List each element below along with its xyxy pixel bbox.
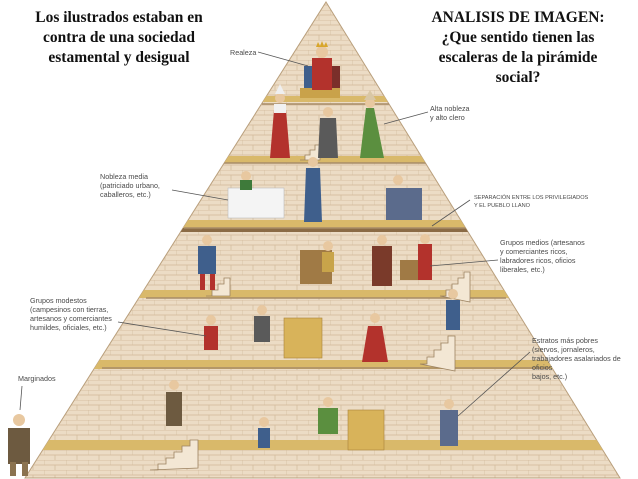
middle-groups-figures (198, 234, 432, 290)
tier-floor-middle-nobility (150, 220, 500, 228)
label-marginados: Marginados (18, 374, 56, 383)
staircases (149, 144, 471, 471)
tier-floor-middle-groups (110, 290, 540, 298)
tier-floor-high-nobility (200, 156, 450, 163)
label-grupos-modestos: Grupos modestos (campesinos con tierras,… (30, 296, 112, 332)
tier-floor-poorest (30, 440, 610, 450)
right-heading-line-1: ANALISIS DE IMAGEN: (431, 9, 605, 26)
right-heading-line-4: social? (495, 69, 541, 86)
label-grupos-medios: Grupos medios (artesanos y comerciantes … (500, 238, 585, 274)
label-separacion: SEPARACIÓN ENTRE LOS PRIVILEGIADOS Y EL … (474, 195, 589, 209)
left-heading: Los ilustrados estaban en contra de una … (35, 9, 203, 66)
high-nobility-figures (270, 84, 384, 158)
tier-separator (140, 228, 520, 232)
royalty-figures (300, 41, 340, 98)
label-alta-nobleza: Alta nobleza y alto clero (430, 104, 470, 122)
right-heading: ANALISIS DE IMAGEN: ¿Que sentido tienen … (412, 8, 624, 88)
right-heading-line-3: escaleras de la pirámide (438, 49, 598, 66)
label-leader-lines (19, 51, 531, 417)
right-heading-line-2: ¿Que sentido tienen las (441, 29, 595, 46)
modest-groups-figures (204, 289, 460, 362)
label-estratos-pobres: Estratos más pobres (siervos, jornaleros… (532, 336, 621, 381)
tier-floor-royalty (250, 96, 400, 102)
tier-floor-modest-groups (70, 360, 580, 369)
label-realeza: Realeza (230, 48, 257, 57)
marginalized-figure (8, 414, 30, 476)
poorest-figures (166, 380, 458, 451)
middle-nobility-figures (227, 157, 422, 222)
pyramid-body (24, 1, 621, 479)
label-nobleza-media: Nobleza media (patriciado urbano, caball… (100, 172, 160, 199)
